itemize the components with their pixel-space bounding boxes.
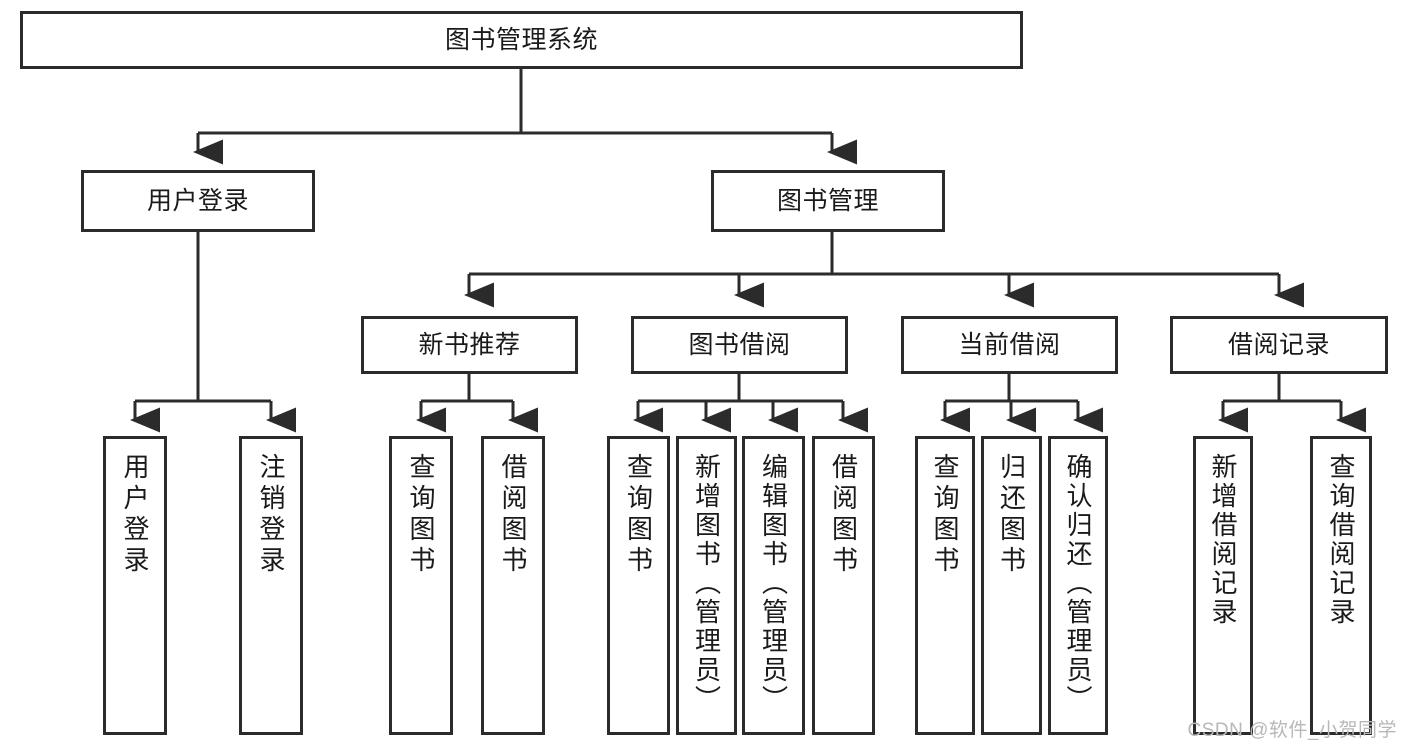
node-label: 查询借阅记录 <box>1326 453 1356 627</box>
leaf-book-borrow-edit-book-admin[interactable]: 编辑图书（管理员） <box>742 436 805 735</box>
node-label: 图书借阅 <box>688 330 791 359</box>
leaf-user-login-login[interactable]: 用户登录 <box>103 436 167 735</box>
node-current-borrow[interactable]: 当前借阅 <box>901 316 1118 374</box>
node-label: 查询图书 <box>406 453 436 577</box>
node-label: 用户登录 <box>120 453 150 577</box>
leaf-user-login-logout[interactable]: 注销登录 <box>239 436 303 735</box>
node-label: 编辑图书（管理员） <box>758 453 789 714</box>
node-user-login[interactable]: 用户登录 <box>81 170 315 232</box>
leaf-book-borrow-query-book[interactable]: 查询图书 <box>607 436 670 735</box>
node-label: 借阅图书 <box>828 453 859 577</box>
node-label: 注销登录 <box>256 453 286 577</box>
node-label: 确认归还（管理员） <box>1063 453 1093 714</box>
node-label: 查询图书 <box>623 453 654 577</box>
node-book-borrow[interactable]: 图书借阅 <box>631 316 848 374</box>
leaf-borrow-record-query-record[interactable]: 查询借阅记录 <box>1310 436 1372 735</box>
watermark-text: CSDN @软件_小贺同学 <box>1187 720 1397 741</box>
node-label: 新书推荐 <box>418 330 521 359</box>
node-borrow-record[interactable]: 借阅记录 <box>1170 316 1388 374</box>
node-label: 用户登录 <box>146 186 249 215</box>
node-label: 当前借阅 <box>958 330 1061 359</box>
node-label: 图书管理 <box>776 186 879 215</box>
leaf-new-book-borrow-book[interactable]: 借阅图书 <box>481 436 545 735</box>
node-label: 新增借阅记录 <box>1208 453 1238 627</box>
leaf-current-borrow-confirm-return-admin[interactable]: 确认归还（管理员） <box>1048 436 1108 735</box>
leaf-new-book-query-book[interactable]: 查询图书 <box>389 436 453 735</box>
node-label: 新增图书（管理员） <box>691 453 722 714</box>
leaf-book-borrow-add-book-admin[interactable]: 新增图书（管理员） <box>676 436 737 735</box>
leaf-book-borrow-borrow-book[interactable]: 借阅图书 <box>812 436 875 735</box>
node-label: 借阅记录 <box>1227 330 1330 359</box>
node-label: 借阅图书 <box>498 453 528 577</box>
leaf-current-borrow-query-book[interactable]: 查询图书 <box>915 436 975 735</box>
node-label: 归还图书 <box>996 453 1027 577</box>
node-label: 查询图书 <box>930 453 960 577</box>
leaf-current-borrow-return-book[interactable]: 归还图书 <box>981 436 1042 735</box>
node-new-book-recommend[interactable]: 新书推荐 <box>361 316 578 374</box>
leaf-borrow-record-add-record[interactable]: 新增借阅记录 <box>1193 436 1253 735</box>
node-book-management[interactable]: 图书管理 <box>711 170 945 232</box>
node-root-book-management-system[interactable]: 图书管理系统 <box>20 11 1023 69</box>
node-label: 图书管理系统 <box>444 25 598 54</box>
